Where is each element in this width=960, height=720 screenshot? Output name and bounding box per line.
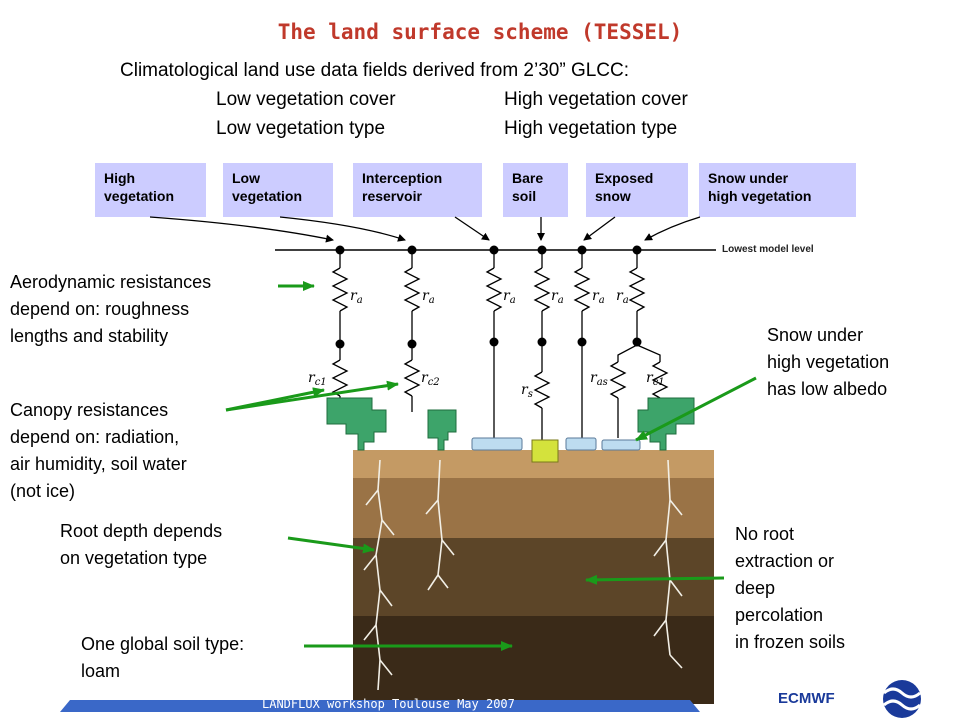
root-main-2	[437, 459, 443, 576]
label-line: One global soil type:	[81, 634, 245, 654]
label-line: air humidity, soil water	[10, 454, 187, 474]
label-line: Aerodynamic resistances	[10, 272, 212, 292]
interception-water	[471, 437, 523, 451]
tile-label: Bare	[512, 170, 544, 186]
footer-text: LANDFLUX workshop Toulouse May 2007	[262, 697, 515, 711]
rs-label: rs	[521, 382, 533, 400]
arrow-snow-under-vegetation	[644, 216, 701, 241]
tile-label: Interception	[362, 170, 443, 186]
label-line: No root	[735, 524, 795, 544]
tile-label: soil	[512, 188, 537, 204]
tile-label: high vegetation	[708, 188, 812, 204]
label-line: extraction or	[735, 551, 835, 571]
tile-snow-under-high-vegetation: Snow under high vegetation	[699, 163, 856, 217]
root-main-1	[375, 459, 383, 691]
root-main-3	[665, 459, 671, 656]
label-canopy-resistances: Canopy resistances depend on: radiation,…	[10, 397, 187, 505]
rc1-label-2: rc1	[646, 370, 665, 388]
canopy-low-vegetation	[427, 409, 457, 451]
label-line: depend on: roughness	[10, 299, 190, 319]
arrow-high-vegetation	[149, 216, 334, 243]
ra-label-2: ra	[422, 288, 435, 306]
label-line: in frozen soils	[735, 632, 846, 652]
ecmwf-logo-icon	[883, 680, 921, 718]
label-line: (not ice)	[10, 481, 76, 501]
arrow-canopy-2	[225, 380, 399, 412]
ra-label-3: ra	[503, 288, 516, 306]
tile-exposed-snow: Exposed snow	[586, 163, 688, 217]
tile-label: Snow under	[708, 170, 789, 186]
rc1-label-1: rc1	[308, 370, 327, 388]
label-snow-albedo: Snow under high vegetation has low albed…	[767, 322, 889, 403]
label-line: has low albedo	[767, 379, 888, 399]
label-line: loam	[81, 661, 121, 681]
ra-label-1: ra	[350, 288, 363, 306]
label-line: deep	[735, 578, 776, 598]
tile-label: High	[104, 170, 136, 186]
arrow-low-vegetation	[279, 216, 406, 242]
label-line: percolation	[735, 605, 824, 625]
label-aerodynamic-resistances: Aerodynamic resistances depend on: rough…	[10, 269, 211, 350]
ra-label-4: ra	[551, 288, 564, 306]
org-name: ECMWF	[778, 690, 835, 707]
soil-layer-4	[353, 616, 714, 704]
high-vegetation-cover: High vegetation cover	[504, 89, 688, 110]
tile-label: vegetation	[232, 188, 303, 204]
arrow-exposed-snow	[583, 216, 616, 241]
bare-soil-box	[531, 439, 559, 463]
tile-interception-reservoir: Interception reservoir	[353, 163, 482, 217]
low-vegetation-type: Low vegetation type	[216, 118, 386, 139]
label-frozen-soils: No root extraction or deep percolation i…	[735, 521, 845, 656]
high-vegetation-type: High vegetation type	[504, 118, 678, 139]
ra-label-5: ra	[592, 288, 605, 306]
snow-under-vegetation-box	[601, 439, 641, 451]
ra-label-6: ra	[616, 288, 629, 306]
page-title: The land surface scheme (TESSEL)	[277, 20, 683, 44]
tile-label: Low	[232, 170, 260, 186]
resistor-labels: ra ra ra ra ra ra rc1 rc2 rs ras rc1	[308, 288, 665, 400]
soil-layer-3	[353, 538, 714, 616]
root-branches-3	[653, 499, 683, 669]
tile-label: vegetation	[104, 188, 175, 204]
arrow-interception	[454, 216, 490, 241]
network-nodes	[335, 245, 642, 349]
label-line: on vegetation type	[60, 548, 208, 568]
label-line: lengths and stability	[10, 326, 169, 346]
tile-label: reservoir	[362, 188, 422, 204]
label-line: Canopy resistances	[10, 400, 169, 420]
tile-label: snow	[595, 188, 631, 204]
label-line: Root depth depends	[60, 521, 223, 541]
label-root-depth: Root depth depends on vegetation type	[60, 518, 222, 572]
roots	[363, 459, 683, 691]
arrow-frozen	[585, 574, 725, 585]
root-branches-1	[363, 489, 395, 676]
exposed-snow-box	[565, 437, 597, 451]
lowest-model-level-label: Lowest model level	[722, 244, 814, 255]
tile-arrows	[149, 216, 701, 243]
ras-label: ras	[590, 370, 608, 388]
label-line: high vegetation	[767, 352, 890, 372]
rc2-label: rc2	[421, 370, 440, 388]
tile-label: Exposed	[595, 170, 654, 186]
low-vegetation-cover: Low vegetation cover	[216, 89, 396, 110]
intro-line: Climatological land use data fields deri…	[120, 60, 630, 81]
tile-low-vegetation: Low vegetation	[223, 163, 333, 217]
annotation-arrows	[225, 281, 757, 651]
root-branches-2	[425, 499, 455, 591]
soil-layer-2	[353, 478, 714, 538]
label-line: depend on: radiation,	[10, 427, 180, 447]
label-line: Snow under	[767, 325, 864, 345]
label-global-soil-type: One global soil type: loam	[81, 631, 244, 685]
footer-band	[60, 700, 700, 712]
tile-high-vegetation: High vegetation	[95, 163, 206, 217]
arrow-snow-albedo	[635, 376, 757, 442]
arrow-root	[287, 536, 375, 554]
canopy-high-vegetation-1	[326, 397, 387, 451]
tile-bare-soil: Bare soil	[503, 163, 568, 217]
